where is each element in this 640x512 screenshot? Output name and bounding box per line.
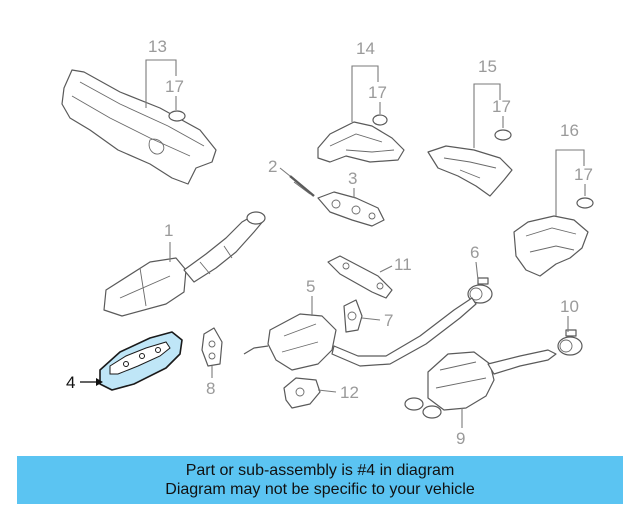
part-3-gasket[interactable] <box>317 191 385 227</box>
leader-13 <box>145 59 177 108</box>
exhaust-parts-diagram: 13 17 14 17 15 17 16 17 2 3 <box>61 37 594 448</box>
leader-6 <box>475 261 479 281</box>
part-8-hanger[interactable] <box>201 327 223 367</box>
part-17c-grommet[interactable] <box>494 129 512 141</box>
leader-14 <box>351 65 379 122</box>
callout-5[interactable]: 5 <box>306 277 315 296</box>
callout-14[interactable]: 14 <box>356 39 375 58</box>
callout-16[interactable]: 16 <box>560 121 579 140</box>
part-5-center-pipe[interactable] <box>243 297 477 371</box>
part-4-highlighted[interactable] <box>99 331 183 391</box>
callout-8[interactable]: 8 <box>206 379 215 398</box>
callout-1[interactable]: 1 <box>164 221 173 240</box>
part-11-bracket[interactable] <box>327 255 393 299</box>
callout-9[interactable]: 9 <box>456 429 465 448</box>
callout-13[interactable]: 13 <box>148 37 167 56</box>
leader-15 <box>473 83 501 148</box>
leader-16 <box>555 149 585 216</box>
part-17b-grommet[interactable] <box>372 114 388 126</box>
callout-7[interactable]: 7 <box>384 311 393 330</box>
callout-12[interactable]: 12 <box>340 383 359 402</box>
callout-15[interactable]: 15 <box>478 57 497 76</box>
callout-17b[interactable]: 17 <box>368 83 387 102</box>
leader-4-arrowhead <box>96 378 103 386</box>
callout-10[interactable]: 10 <box>560 297 579 316</box>
part-12-bracket[interactable] <box>283 377 321 409</box>
callout-2[interactable]: 2 <box>268 157 277 176</box>
part-14-heat-shield[interactable] <box>317 121 405 163</box>
part-16-heat-shield[interactable] <box>513 215 589 277</box>
leader-11 <box>379 265 393 273</box>
callout-17d[interactable]: 17 <box>574 165 593 184</box>
part-17d-grommet[interactable] <box>576 197 594 209</box>
part-10-clamp[interactable] <box>557 329 583 356</box>
callout-17a[interactable]: 17 <box>165 77 184 96</box>
info-banner: Part or sub-assembly is #4 in diagram Di… <box>17 456 623 504</box>
callout-17c[interactable]: 17 <box>492 97 511 116</box>
callout-4[interactable]: 4 <box>66 373 75 392</box>
callout-11[interactable]: 11 <box>394 255 412 274</box>
leader-7 <box>361 317 381 321</box>
part-1-catalytic-converter[interactable] <box>103 211 266 317</box>
callout-3[interactable]: 3 <box>348 169 357 188</box>
part-2-stud[interactable] <box>289 175 315 197</box>
banner-line-1: Part or sub-assembly is #4 in diagram <box>185 462 455 479</box>
leader-2 <box>279 167 291 177</box>
part-7-rubber-mount[interactable] <box>343 299 363 333</box>
part-9-rear-muffler[interactable] <box>404 349 557 419</box>
part-6-clamp[interactable] <box>467 277 493 304</box>
part-15-heat-shield[interactable] <box>427 145 513 197</box>
part-17a-grommet[interactable] <box>168 110 186 122</box>
callout-6[interactable]: 6 <box>470 243 479 262</box>
part-13-heat-shield[interactable] <box>61 69 217 185</box>
leader-12 <box>317 389 337 393</box>
banner-line-2: Diagram may not be specific to your vehi… <box>165 481 475 498</box>
